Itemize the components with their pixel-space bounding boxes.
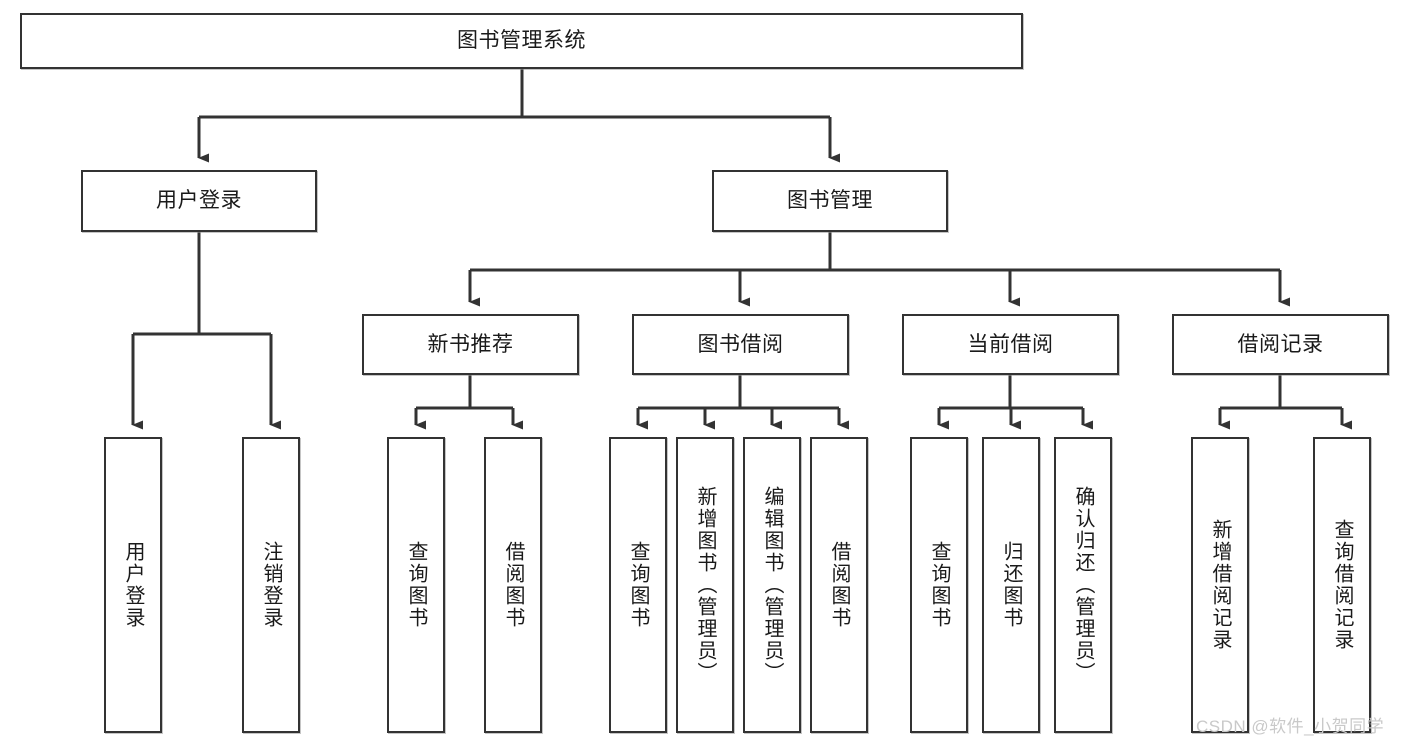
csdn-watermark: CSDN @软件_小贺同学 [1196, 717, 1385, 736]
node-leaf-query-book-2-label: 查询图书 [627, 541, 649, 629]
node-leaf-borrow-book-2[interactable]: 借阅图书 [810, 437, 868, 733]
node-leaf-query-record-label: 查询借阅记录 [1331, 519, 1353, 651]
book-manage-to-level3-connectors [468, 232, 1290, 307]
node-leaf-add-book-label: 新增图书（管理员） [694, 486, 716, 684]
node-borrow-record[interactable]: 借阅记录 [1172, 314, 1389, 375]
new-book-rec-to-leaves-connectors [414, 375, 523, 430]
node-leaf-return-book[interactable]: 归还图书 [982, 437, 1040, 733]
node-leaf-logout-label: 注销登录 [260, 541, 282, 629]
node-leaf-query-book-3[interactable]: 查询图书 [910, 437, 968, 733]
node-user-login-label: 用户登录 [156, 189, 242, 213]
node-leaf-query-book-2[interactable]: 查询图书 [609, 437, 667, 733]
node-leaf-edit-book[interactable]: 编辑图书（管理员） [743, 437, 801, 733]
node-leaf-query-book-1[interactable]: 查询图书 [387, 437, 445, 733]
node-leaf-query-book-3-label: 查询图书 [928, 541, 950, 629]
node-root-label: 图书管理系统 [457, 29, 586, 53]
node-borrow-record-label: 借阅记录 [1237, 332, 1324, 356]
node-leaf-add-book[interactable]: 新增图书（管理员） [676, 437, 734, 733]
root-to-level2-connectors [197, 69, 840, 163]
node-current-borrow-label: 当前借阅 [967, 332, 1054, 356]
node-leaf-user-login[interactable]: 用户登录 [104, 437, 162, 733]
node-leaf-edit-book-label: 编辑图书（管理员） [761, 486, 783, 684]
node-user-login[interactable]: 用户登录 [81, 170, 317, 232]
node-leaf-borrow-book-1[interactable]: 借阅图书 [484, 437, 542, 733]
node-book-borrow[interactable]: 图书借阅 [632, 314, 849, 375]
node-current-borrow[interactable]: 当前借阅 [902, 314, 1119, 375]
borrow-record-to-leaves-connectors [1218, 375, 1352, 430]
node-leaf-borrow-book-1-label: 借阅图书 [502, 541, 524, 629]
node-book-manage[interactable]: 图书管理 [712, 170, 948, 232]
node-leaf-query-record[interactable]: 查询借阅记录 [1313, 437, 1371, 733]
book-borrow-to-leaves-connectors [636, 375, 849, 430]
current-borrow-to-leaves-connectors [937, 375, 1093, 430]
node-book-manage-label: 图书管理 [787, 189, 873, 213]
node-new-book-rec[interactable]: 新书推荐 [362, 314, 579, 375]
node-leaf-return-book-label: 归还图书 [1000, 541, 1022, 629]
node-leaf-confirm-return-label: 确认归还（管理员） [1072, 486, 1094, 684]
node-book-borrow-label: 图书借阅 [697, 332, 784, 356]
node-root[interactable]: 图书管理系统 [20, 13, 1023, 69]
node-leaf-query-book-1-label: 查询图书 [405, 541, 427, 629]
node-leaf-user-login-label: 用户登录 [122, 541, 144, 629]
node-new-book-rec-label: 新书推荐 [427, 332, 514, 356]
node-leaf-logout[interactable]: 注销登录 [242, 437, 300, 733]
node-leaf-add-record-label: 新增借阅记录 [1209, 519, 1231, 651]
node-leaf-add-record[interactable]: 新增借阅记录 [1191, 437, 1249, 733]
node-leaf-confirm-return[interactable]: 确认归还（管理员） [1054, 437, 1112, 733]
node-leaf-borrow-book-2-label: 借阅图书 [828, 541, 850, 629]
user-login-to-leaves-connectors [131, 232, 281, 430]
